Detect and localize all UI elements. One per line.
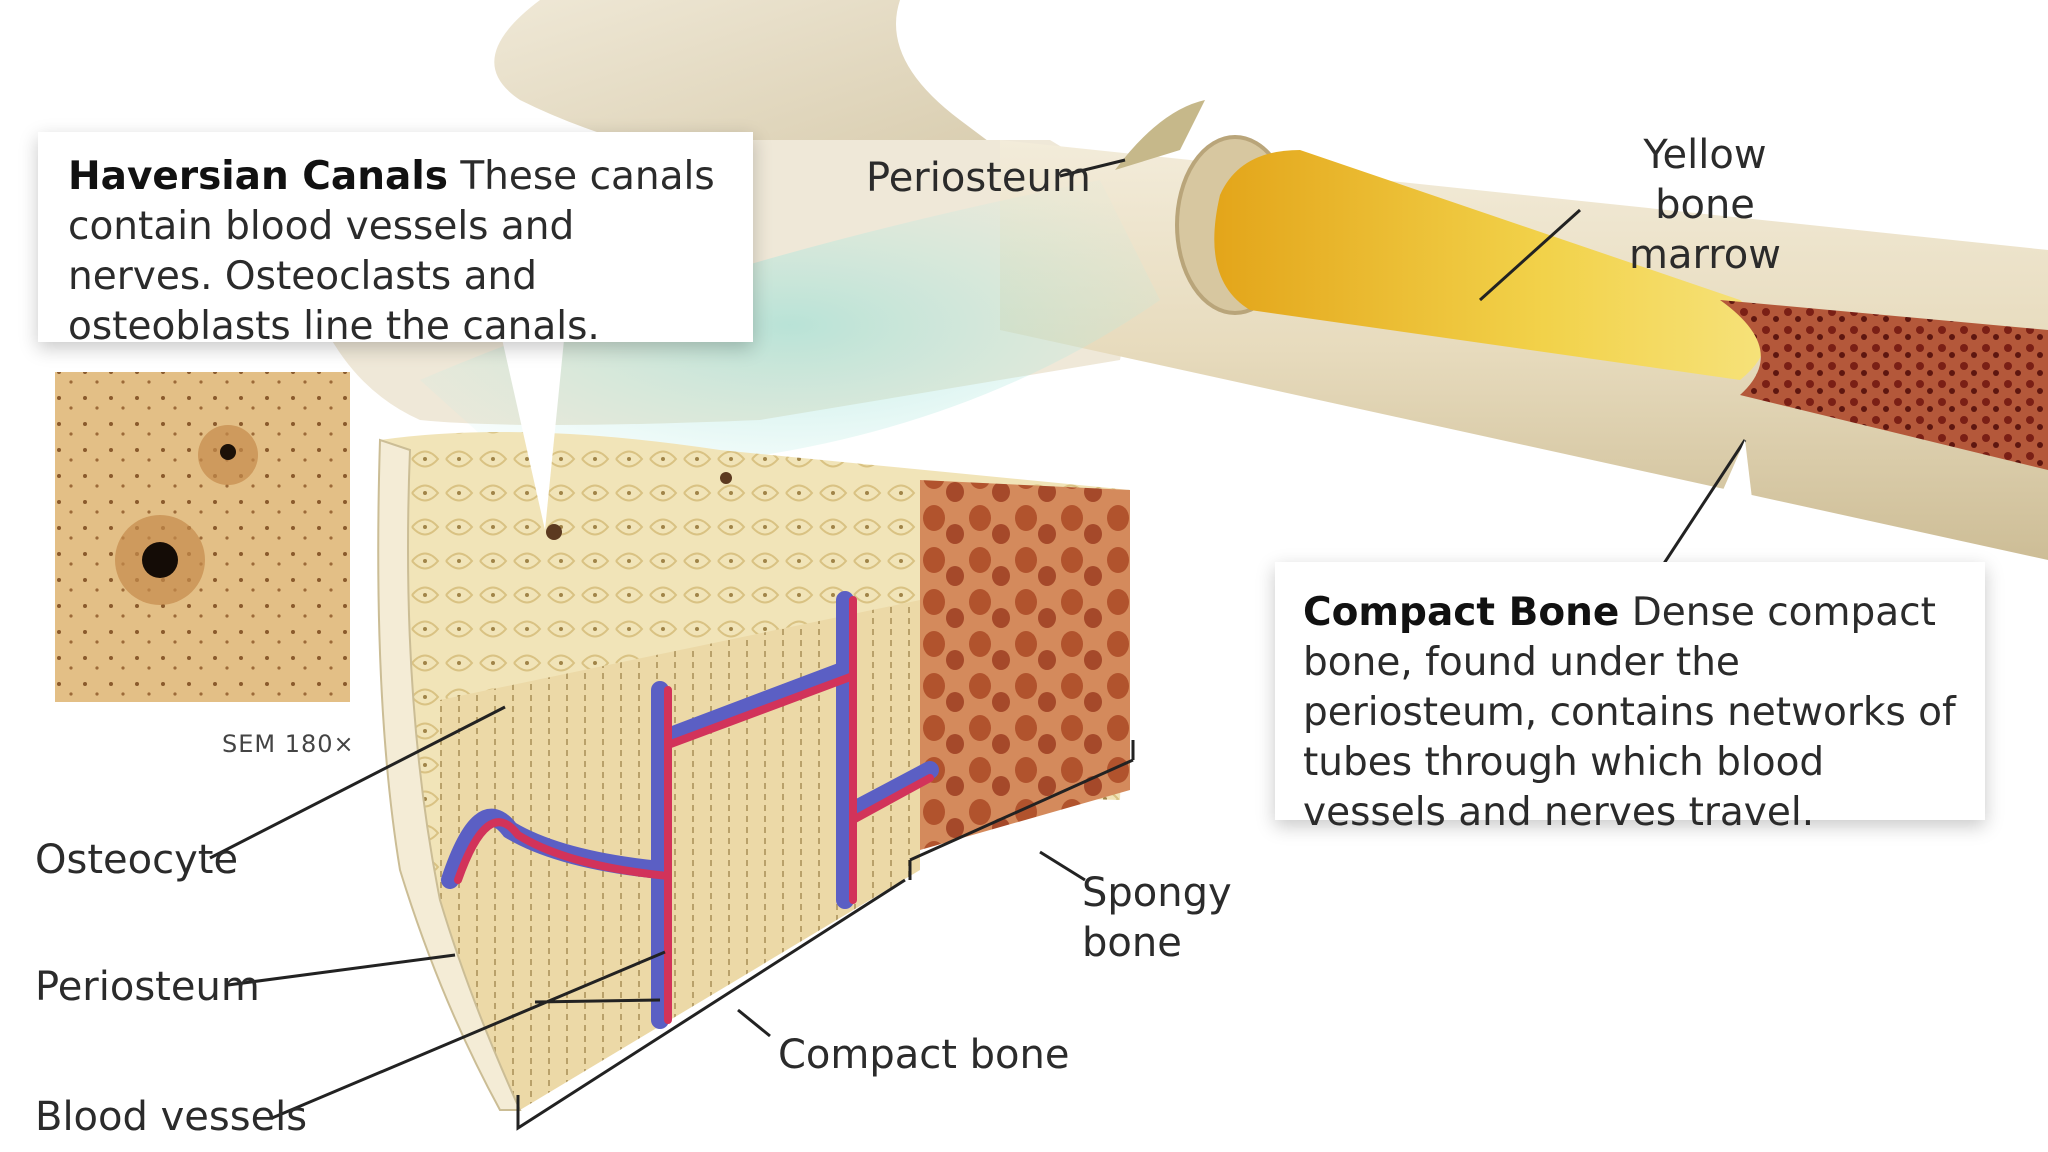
label-periosteum-bottom: Periosteum xyxy=(35,964,260,1010)
label-spongy-line1: Spongy xyxy=(1082,870,1232,916)
label-yellow-line2: bone marrow xyxy=(1629,182,1781,278)
yellow-bone-marrow xyxy=(1214,150,1765,380)
label-yellow-line1: Yellow xyxy=(1643,132,1767,178)
sem-micrograph xyxy=(55,372,350,702)
compact-bone-front xyxy=(440,600,920,1110)
sem-caption: SEM 180× xyxy=(222,730,355,758)
haversian-callout-title: Haversian Canals xyxy=(68,154,448,199)
haversian-canal-dot xyxy=(546,524,562,540)
label-periosteum-top: Periosteum xyxy=(866,155,1091,201)
label-spongy-line2: bone xyxy=(1082,920,1182,966)
label-spongy-bone: Spongy bone xyxy=(1082,868,1282,968)
label-yellow-bone-marrow: Yellow bone marrow xyxy=(1585,130,1825,280)
label-compact-bone: Compact bone xyxy=(778,1032,1070,1078)
highlight-region xyxy=(420,180,1160,471)
label-osteocyte: Osteocyte xyxy=(35,837,239,883)
periosteum-flap xyxy=(1115,100,1205,170)
periosteum-edge xyxy=(377,438,522,1111)
leader-lines xyxy=(209,158,1747,1131)
compact-callout-title: Compact Bone xyxy=(1303,590,1620,635)
compact-bone-callout: Compact Bone Dense compact bone, found u… xyxy=(1275,562,1985,835)
compact-callout-pointer xyxy=(1690,440,1760,565)
haversian-callout-pointer xyxy=(500,330,565,530)
haversian-canals-callout: Haversian Canals These canals contain bl… xyxy=(38,132,753,349)
label-blood-vessels: Blood vessels xyxy=(35,1094,308,1140)
red-bone-marrow xyxy=(1720,300,2048,470)
compact-callout-body: Dense compact bone, found under the peri… xyxy=(1303,590,1956,835)
blood-vessels-graphic xyxy=(441,591,939,1029)
haversian-callout-body: These canals contain blood vessels and n… xyxy=(68,154,715,349)
bone-head xyxy=(494,0,1000,170)
spongy-bone-region xyxy=(920,480,1130,850)
